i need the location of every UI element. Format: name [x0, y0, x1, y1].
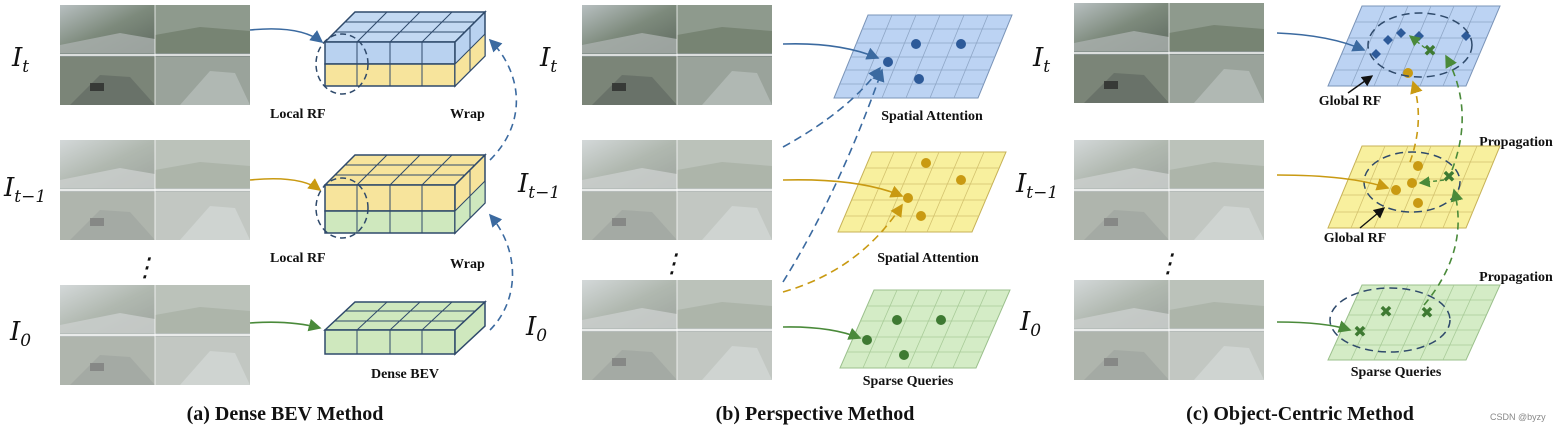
- camera-image-t: [581, 4, 773, 106]
- frame-label-0: I0: [525, 312, 547, 346]
- frame-label-t: It: [11, 43, 29, 77]
- sparse-query-ring: [1329, 287, 1451, 353]
- caption-panel-c: (c) Object-Centric Method: [1186, 403, 1414, 425]
- label-sparse-queries: Sparse Queries: [863, 374, 954, 389]
- label-local-rf-top: Local RF: [270, 107, 326, 122]
- dashed-arrow-t1-to-top: [782, 66, 881, 148]
- propagation-arrow-green-upper: [1445, 54, 1463, 171]
- pointer-global-rf-mid: [1359, 207, 1386, 229]
- label-sparse-queries: Sparse Queries: [1351, 365, 1442, 380]
- panel-a: It It−1 ⋮ I0 Local RF: [3, 4, 518, 425]
- local-shift-arrow-top: [1408, 35, 1426, 49]
- object-grid-bottom: ✖ ✖ ✖: [1327, 284, 1501, 361]
- frame-ellipsis: ⋮: [132, 253, 158, 283]
- camera-image-t: [1073, 2, 1265, 104]
- panel-c: It It−1 ⋮ I0 ✖ Global RF Pr: [1015, 2, 1553, 425]
- local-rf-ring-mid: [315, 177, 369, 239]
- bev-block-bottom: [323, 300, 487, 356]
- caption-panel-b: (b) Perspective Method: [716, 403, 915, 425]
- panel-b: It It−1 ⋮ I0 Spatial Attention Spatial A…: [517, 4, 1013, 425]
- attention-grid-mid: [837, 151, 1007, 233]
- frame-label-0: I0: [1019, 307, 1041, 341]
- sparse-query-grid: [839, 289, 1011, 369]
- svg-text:✖: ✖: [1353, 322, 1366, 341]
- arrow-image-0-to-bev: [249, 318, 322, 332]
- dashed-arrow-0-to-top: [782, 68, 885, 283]
- arrow-image-t-to-grid: [782, 42, 880, 60]
- label-global-rf-top: Global RF: [1319, 94, 1382, 109]
- watermark: CSDN @byzy: [1490, 412, 1546, 422]
- wrap-arrow-bottom-to-mid: [488, 213, 514, 331]
- frame-label-t: It: [539, 43, 557, 77]
- label-wrap-mid: Wrap: [450, 257, 485, 272]
- global-rf-ring-top: [1367, 12, 1473, 78]
- arrow-image-t1-to-bev: [249, 177, 322, 191]
- frame-label-t: It: [1032, 43, 1050, 77]
- camera-image-t: [59, 4, 251, 106]
- wrap-arrow-mid-to-top: [488, 38, 518, 161]
- label-spatial-attention-top: Spatial Attention: [881, 109, 983, 124]
- object-grid-mid: ✖: [1327, 145, 1501, 229]
- camera-image-0: [581, 279, 773, 381]
- camera-image-t-minus-1: [581, 139, 773, 241]
- label-dense-bev: Dense BEV: [371, 367, 439, 382]
- frame-label-t-minus-1: It−1: [1015, 169, 1058, 203]
- frame-label-t-minus-1: It−1: [517, 169, 560, 203]
- arrow-image-t1-to-grid: [1276, 174, 1390, 191]
- frame-ellipsis: ⋮: [659, 249, 685, 279]
- camera-image-0: [59, 284, 251, 386]
- propagation-arrow-gold: [1409, 80, 1423, 163]
- camera-image-0: [1073, 279, 1265, 381]
- svg-text:✖: ✖: [1442, 167, 1455, 186]
- arrow-image-0-to-grid: [1276, 320, 1352, 333]
- local-rf-ring-top: [315, 33, 369, 95]
- label-wrap-top: Wrap: [450, 107, 485, 122]
- label-local-rf-mid: Local RF: [270, 251, 326, 266]
- propagation-arrow-green-lower: [1423, 188, 1464, 306]
- dashed-arrow-0-to-mid: [782, 203, 903, 293]
- frame-ellipsis: ⋮: [1155, 249, 1181, 279]
- pointer-global-rf-top: [1347, 75, 1374, 94]
- frame-label-t-minus-1: It−1: [3, 173, 46, 207]
- svg-text:✖: ✖: [1420, 303, 1433, 322]
- bev-block-top: [323, 10, 487, 88]
- label-propagation-mid: Propagation: [1479, 270, 1553, 285]
- camera-image-t-minus-1: [1073, 139, 1265, 241]
- camera-image-t-minus-1: [59, 139, 251, 241]
- frame-label-0: I0: [9, 317, 31, 351]
- arrow-image-0-to-grid: [782, 326, 862, 340]
- svg-text:✖: ✖: [1423, 41, 1436, 60]
- label-spatial-attention-mid: Spatial Attention: [877, 251, 979, 266]
- arrow-image-t-to-bev: [249, 28, 324, 43]
- label-global-rf-mid: Global RF: [1324, 231, 1387, 246]
- arrow-image-t1-to-grid: [782, 179, 904, 198]
- caption-panel-a: (a) Dense BEV Method: [187, 403, 384, 425]
- bev-block-mid: [323, 153, 487, 235]
- attention-grid-top: [833, 14, 1013, 99]
- svg-text:✖: ✖: [1379, 302, 1392, 321]
- arrow-image-t-to-grid: [1276, 32, 1366, 52]
